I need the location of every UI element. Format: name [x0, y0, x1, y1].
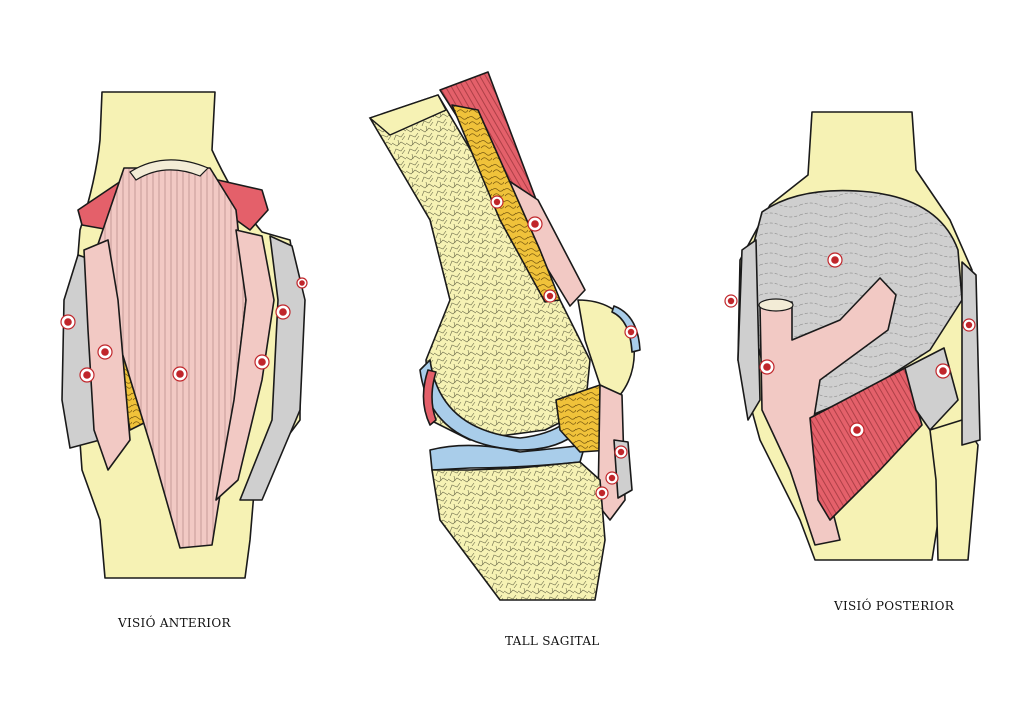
anterior-lateral-band-right: [239, 235, 306, 501]
sagittal-suprapatellar-fat: [451, 104, 561, 303]
sagittal-posterior-bursa: [422, 369, 437, 426]
marker: [962, 318, 976, 332]
marker: [60, 314, 76, 330]
posterior-oblique-ligament: [759, 277, 897, 546]
sagittal-prepatellar-bursa: [611, 305, 641, 353]
marker: [543, 289, 557, 303]
caption-anterior-view: VISIÓ ANTERIOR: [118, 616, 231, 630]
marker: [624, 325, 638, 339]
sagittal-femur-cortex: [368, 94, 447, 136]
marker: [595, 486, 609, 500]
caption-posterior-view: VISIÓ POSTERIOR: [834, 599, 955, 613]
posterior-tendon-cut: [758, 298, 794, 312]
anterior-view: [61, 91, 306, 579]
marker: [527, 216, 543, 232]
anterior-patella-top: [129, 159, 210, 181]
sagittal-tibia: [431, 461, 606, 601]
sagittal-meniscus: [429, 444, 586, 471]
marker: [605, 471, 619, 485]
posterior-band-right: [961, 261, 981, 446]
marker: [79, 367, 95, 383]
marker: [935, 363, 951, 379]
posterior-band-left: [737, 239, 761, 421]
marker: [849, 422, 865, 438]
caption-sagittal-section: TALL SAGITAL: [505, 634, 600, 648]
marker: [296, 277, 308, 289]
marker: [172, 366, 188, 382]
marker: [275, 304, 291, 320]
anterior-retinaculum-right: [215, 229, 275, 501]
marker: [614, 445, 628, 459]
marker: [97, 344, 113, 360]
marker: [254, 354, 270, 370]
posterior-view: [737, 111, 981, 561]
marker: [724, 294, 738, 308]
markers: [60, 195, 976, 500]
marker: [759, 359, 775, 375]
marker: [827, 252, 843, 268]
sagittal-view: [368, 71, 641, 601]
marker: [490, 195, 504, 209]
